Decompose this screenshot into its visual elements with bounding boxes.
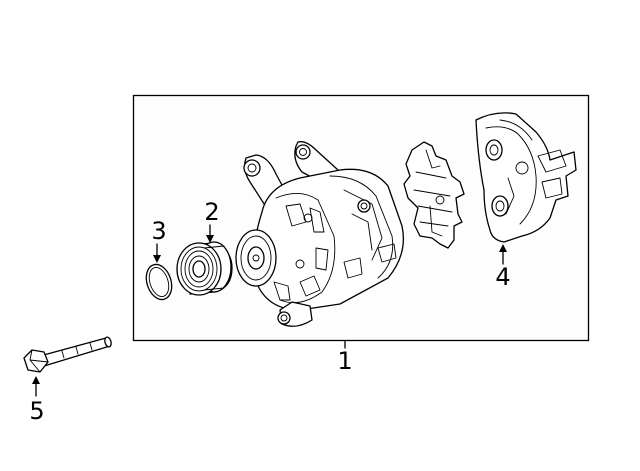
alternator-part[interactable] — [235, 141, 405, 327]
callout-2: 2 — [204, 198, 219, 226]
callout-3: 3 — [151, 217, 166, 245]
callout-1: 1 — [337, 347, 352, 375]
pulley-part[interactable] — [176, 241, 233, 296]
callout-5: 5 — [29, 397, 44, 425]
regulator-part[interactable] — [403, 141, 465, 249]
bolt-part[interactable] — [23, 336, 112, 373]
leader-lines — [32, 224, 507, 397]
callout-4: 4 — [495, 263, 510, 291]
rear-cover-part[interactable] — [475, 112, 577, 243]
o-ring-part[interactable] — [142, 261, 176, 303]
